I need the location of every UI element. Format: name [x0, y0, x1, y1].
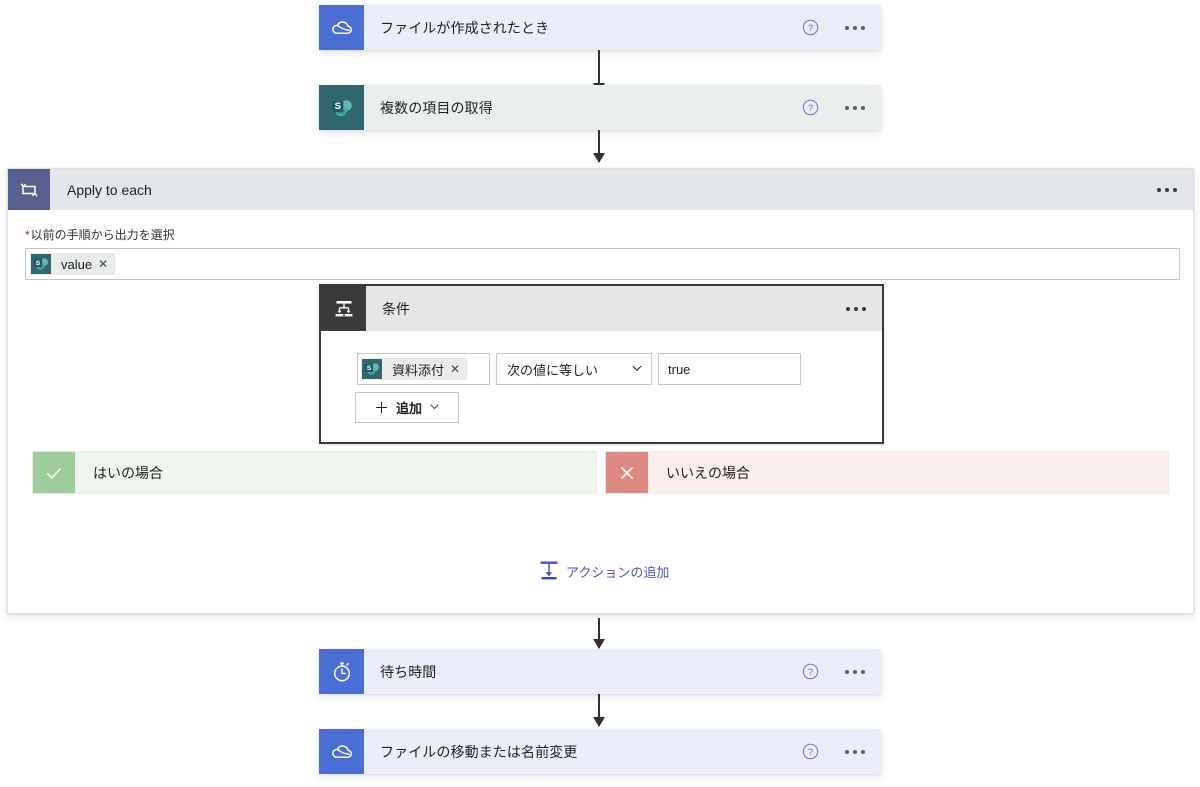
- action-card-trigger[interactable]: ファイルが作成されたとき ?: [319, 5, 881, 50]
- onedrive-cloud-icon: [319, 729, 364, 774]
- svg-text:?: ?: [807, 23, 812, 34]
- more-options-icon[interactable]: [844, 303, 868, 315]
- help-circle-icon[interactable]: ?: [801, 99, 819, 117]
- plus-icon: ＋: [373, 400, 389, 417]
- card-title: 待ち時間: [380, 663, 437, 680]
- action-card-delay[interactable]: 待ち時間 ?: [319, 649, 881, 694]
- dynamic-token-operand[interactable]: S 資料添付 ✕: [361, 358, 468, 380]
- condition-value-input[interactable]: true: [658, 353, 801, 385]
- condition-operand-input[interactable]: S 資料添付 ✕: [357, 353, 490, 385]
- token-label: value: [61, 256, 93, 272]
- dynamic-token-value[interactable]: S value ✕: [30, 253, 116, 275]
- add-condition-button[interactable]: ＋ 追加: [355, 392, 459, 423]
- help-circle-icon[interactable]: ?: [801, 743, 819, 761]
- branch-no-label: いいえの場合: [666, 464, 750, 481]
- branch-no[interactable]: いいえの場合: [605, 451, 1169, 494]
- card-title: ファイルが作成されたとき: [380, 19, 550, 36]
- condition-operator-select[interactable]: 次の値に等しい: [496, 353, 652, 385]
- more-options-icon[interactable]: [843, 746, 867, 758]
- condition-header-body: 条件: [366, 286, 882, 331]
- card-body: ファイルが作成されたとき ?: [364, 5, 881, 50]
- stopwatch-icon: [319, 649, 364, 694]
- help-circle-icon[interactable]: ?: [801, 663, 819, 681]
- add-action-link[interactable]: アクションの追加: [538, 558, 669, 585]
- condition-value-text: true: [668, 361, 691, 377]
- loop-repeat-icon: [8, 169, 50, 210]
- cross-mark-icon: [606, 452, 648, 493]
- condition-header[interactable]: 条件: [321, 286, 882, 331]
- add-action-label: アクションの追加: [566, 565, 670, 580]
- card-title: 複数の項目の取得: [380, 99, 493, 116]
- svg-text:?: ?: [807, 103, 812, 114]
- branch-yes-body: はいの場合: [75, 452, 596, 493]
- more-options-icon[interactable]: [843, 666, 867, 678]
- remove-token-icon[interactable]: ✕: [450, 362, 461, 376]
- branch-yes[interactable]: はいの場合: [32, 451, 597, 494]
- chevron-down-icon: [429, 400, 440, 415]
- scope-field: *以前の手順から出力を選択 S value ✕: [8, 210, 1193, 280]
- condition-row: S 資料添付 ✕ 次の値に等しい true: [321, 331, 882, 385]
- connector-arrow: [593, 618, 605, 649]
- branch-no-body: いいえの場合: [648, 452, 1168, 493]
- svg-text:S: S: [367, 365, 372, 372]
- card-body: 複数の項目の取得 ?: [364, 85, 881, 130]
- remove-token-icon[interactable]: ✕: [98, 257, 109, 271]
- onedrive-cloud-icon: [319, 5, 364, 50]
- connector-arrow: [593, 130, 605, 163]
- sharepoint-icon: S: [319, 85, 364, 130]
- svg-text:?: ?: [807, 747, 812, 758]
- branch-yes-label: はいの場合: [93, 464, 163, 481]
- card-body: 待ち時間 ?: [364, 649, 881, 694]
- scope-header-body: Apply to each: [50, 169, 1193, 210]
- add-action-icon: [538, 558, 560, 585]
- action-card-move-file[interactable]: ファイルの移動または名前変更 ?: [319, 729, 881, 774]
- operator-selected-value: 次の値に等しい: [507, 362, 599, 378]
- check-mark-icon: [33, 452, 75, 493]
- apply-to-each-scope[interactable]: Apply to each *以前の手順から出力を選択 S: [7, 168, 1194, 614]
- field-label: 以前の手順から出力を選択: [30, 228, 175, 242]
- add-condition-label: 追加: [396, 401, 423, 416]
- condition-branch-icon: [321, 286, 366, 331]
- connector-arrow: [593, 694, 605, 727]
- condition-title: 条件: [382, 300, 410, 317]
- svg-text:?: ?: [807, 667, 812, 678]
- svg-text:S: S: [36, 260, 41, 267]
- chevron-down-icon: [631, 362, 643, 377]
- sharepoint-icon: S: [30, 253, 52, 275]
- more-options-icon[interactable]: [1155, 184, 1179, 196]
- more-options-icon[interactable]: [843, 102, 867, 114]
- more-options-icon[interactable]: [843, 22, 867, 34]
- required-marker: *: [25, 228, 30, 242]
- token-label: 資料添付: [392, 362, 445, 378]
- select-output-input[interactable]: S value ✕: [25, 248, 1180, 280]
- field-label-wrapper: *以前の手順から出力を選択: [25, 226, 175, 243]
- help-circle-icon[interactable]: ?: [801, 19, 819, 37]
- scope-header[interactable]: Apply to each: [8, 169, 1193, 210]
- scope-title: Apply to each: [67, 181, 152, 198]
- card-body: ファイルの移動または名前変更 ?: [364, 729, 881, 774]
- svg-text:S: S: [334, 101, 340, 112]
- card-title: ファイルの移動または名前変更: [380, 743, 578, 760]
- action-card-get-items[interactable]: S 複数の項目の取得 ?: [319, 85, 881, 130]
- sharepoint-icon: S: [361, 358, 383, 380]
